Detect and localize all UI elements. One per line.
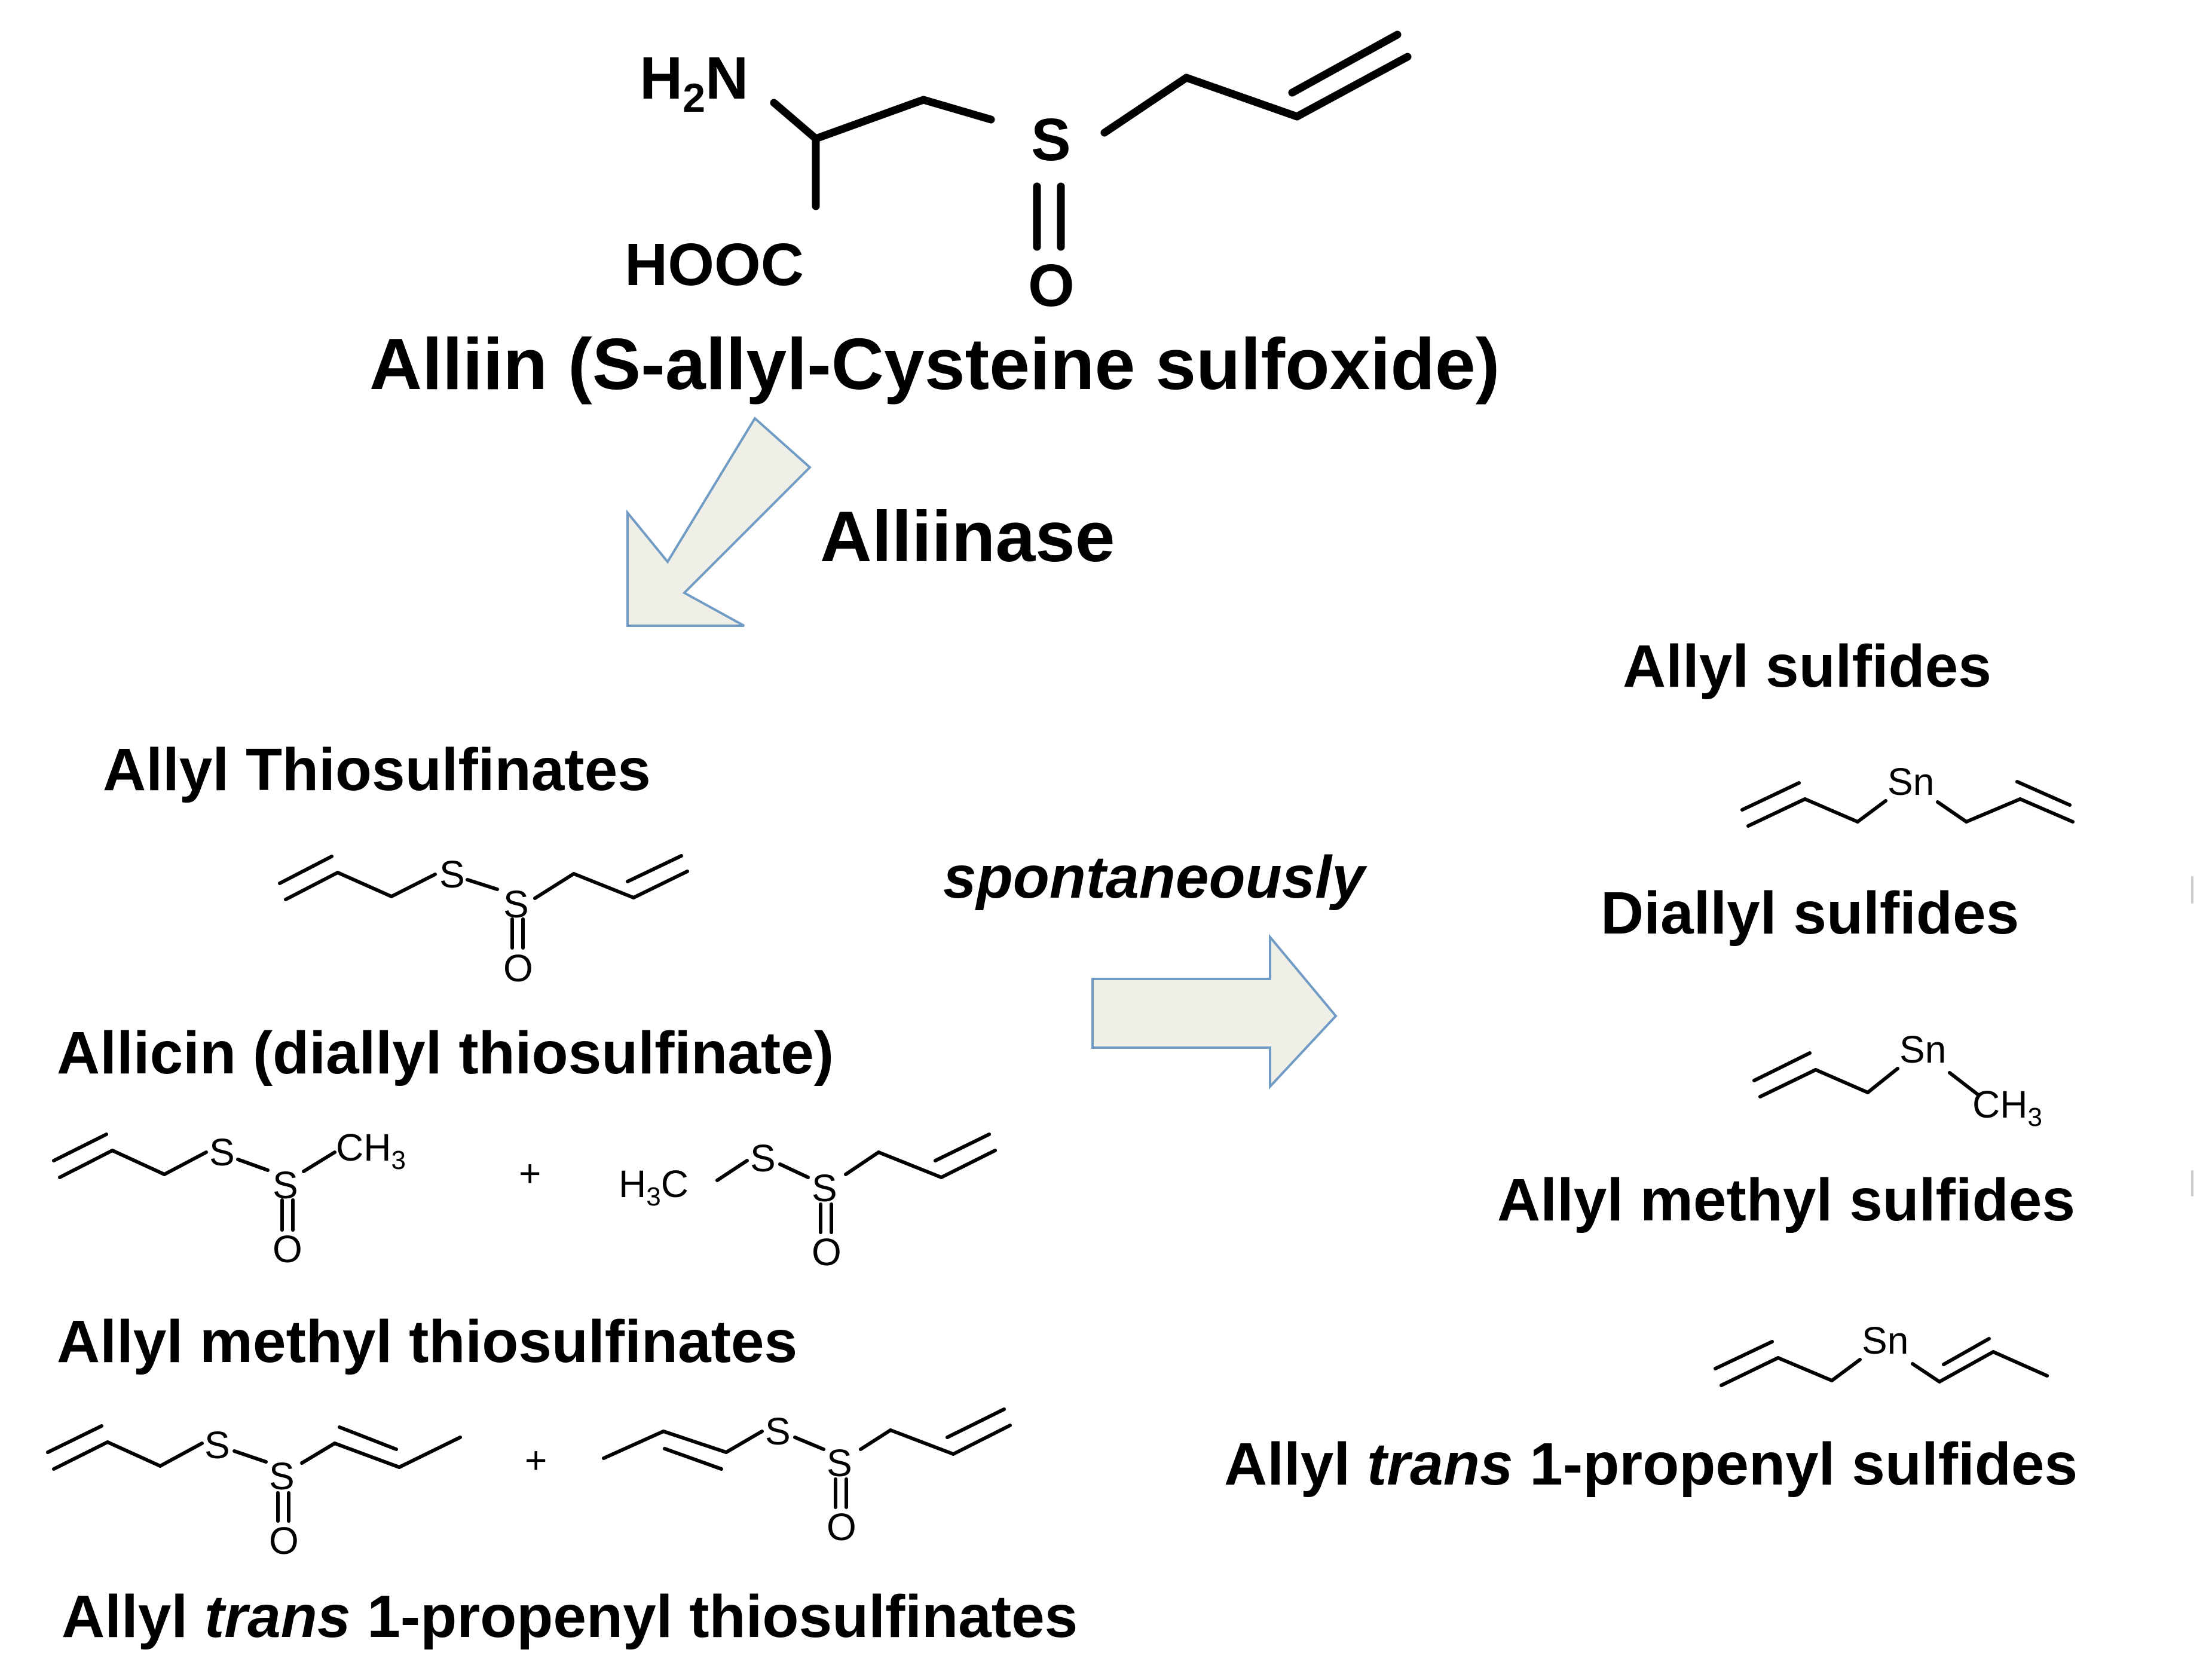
alliin-amine-group: H2N <box>640 45 748 121</box>
svg-text:O: O <box>827 1505 856 1548</box>
allyl-methyl-ch3-label: CH3 <box>1972 1083 2042 1132</box>
svg-text:S: S <box>204 1424 230 1467</box>
allyl-propenyl-thiosulfinate-2: S S O <box>602 1407 1012 1548</box>
svg-text:O: O <box>812 1231 842 1274</box>
svg-text:O: O <box>269 1519 299 1562</box>
allicin-name-label: Allicin (diallyl thiosulfinate) <box>57 1020 834 1087</box>
allyl-propenyl-sn-label: Sn <box>1862 1319 1908 1362</box>
alliin-structure: H2N HOOC S O <box>625 30 1412 319</box>
alliin-bond-cb-s <box>919 96 995 124</box>
plus-sign-methyl: + <box>519 1152 541 1195</box>
alliin-bond-ca-cb <box>812 96 928 143</box>
svg-text:S: S <box>209 1131 235 1174</box>
methyl-group-1: CH3 <box>336 1126 406 1175</box>
svg-text:S: S <box>269 1455 295 1498</box>
svg-text:S: S <box>273 1164 298 1207</box>
diallyl-sulfide-structure: Sn <box>1740 760 2075 828</box>
alliin-double-bond-inner <box>1288 30 1402 97</box>
alliin-bond-ch2-ch <box>1182 74 1301 121</box>
methyl-group-2: H3C <box>619 1162 689 1211</box>
spontaneously-label: spontaneously <box>943 844 1365 911</box>
alliin-sulfur-atom: S <box>1031 106 1071 173</box>
allyl-sulfides-heading: Allyl sulfides <box>1623 633 1991 700</box>
alliinase-enzyme-label: Alliinase <box>820 497 1115 577</box>
svg-text:O: O <box>273 1228 302 1271</box>
allyl-propenyl-sulfide-structure: Sn <box>1714 1319 2049 1387</box>
allyl-methyl-thiosulfinate-2: H3C S S O <box>619 1133 997 1274</box>
allyl-methyl-thiosulfinates-label: Allyl methyl thiosulfinates <box>57 1308 798 1375</box>
alliin-bond-n-ca <box>770 99 820 143</box>
spontaneous-conversion-arrow <box>1091 934 1338 1090</box>
allicin-structure: S S O <box>278 853 689 990</box>
allicin-sulfur-2: S <box>503 883 529 926</box>
allyl-methyl-sulfide-structure: Sn CH3 <box>1752 1028 2042 1132</box>
svg-text:S: S <box>827 1442 852 1485</box>
svg-text:S: S <box>750 1137 776 1180</box>
allicin-oxygen: O <box>503 947 533 990</box>
alliin-name-label: Alliin (S-allyl-Cysteine sulfoxide) <box>369 323 1500 405</box>
diallyl-sn-label: Sn <box>1887 760 1934 803</box>
svg-text:S: S <box>765 1410 791 1453</box>
allyl-methyl-thiosulfinate-1: S S O CH3 <box>52 1126 406 1271</box>
diallyl-sulfides-label: Diallyl sulfides <box>1601 880 2020 947</box>
allyl-thiosulfinates-heading: Allyl Thiosulfinates <box>103 736 651 803</box>
allicin-sulfur-1: S <box>439 853 465 896</box>
allyl-methyl-sn-label: Sn <box>1899 1028 1946 1071</box>
allyl-propenyl-thiosulfinate-1: S S O <box>46 1424 462 1562</box>
allyl-propenyl-thiosulfinates-label: Allyl trans 1-propenyl thiosulfinates <box>62 1583 1078 1650</box>
alliin-carboxyl-group: HOOC <box>625 231 804 298</box>
allyl-propenyl-sulfides-label: Allyl trans 1-propenyl sulfides <box>1224 1431 2078 1498</box>
alliin-double-bond-outer <box>1293 53 1412 121</box>
alliin-oxygen-atom: O <box>1028 252 1075 319</box>
allyl-methyl-sulfides-label: Allyl methyl sulfides <box>1497 1167 2075 1234</box>
alliinase-reaction-arrow <box>626 416 812 627</box>
plus-sign-propenyl: + <box>525 1439 547 1482</box>
svg-text:S: S <box>812 1167 837 1210</box>
alliin-bond-s-ch2 <box>1100 74 1191 137</box>
